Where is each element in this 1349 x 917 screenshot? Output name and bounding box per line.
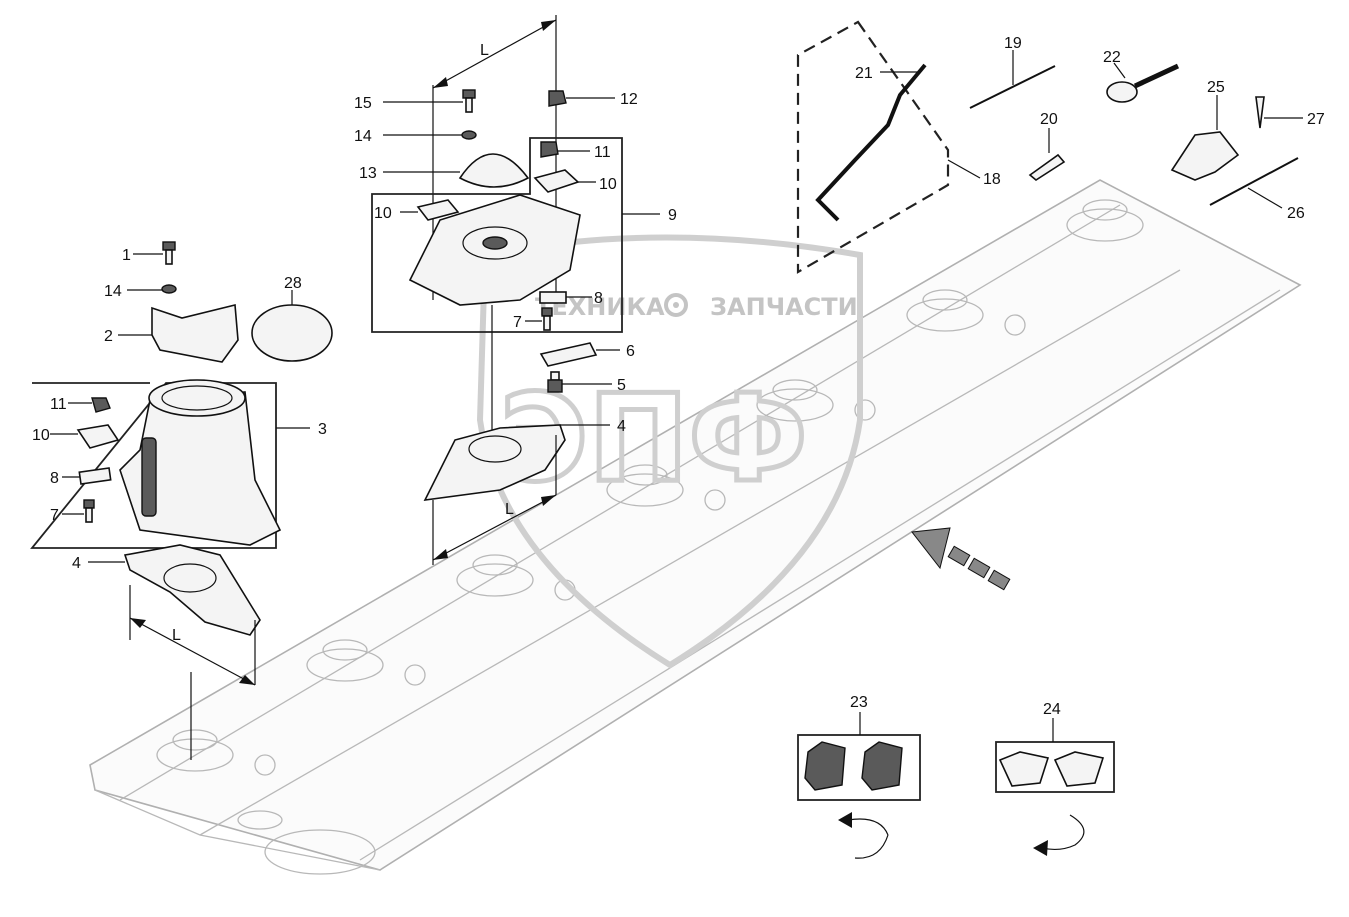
disc-1 <box>156 729 234 772</box>
bolt-7-icon <box>83 499 95 523</box>
pin-27-icon <box>1255 96 1265 129</box>
holder-10-icon <box>76 424 120 449</box>
disc-6 <box>906 289 984 332</box>
label-20: 20 <box>1040 111 1058 128</box>
label-5: 5 <box>617 377 626 394</box>
label-27: 27 <box>1307 111 1325 128</box>
label-19: 19 <box>1004 35 1022 52</box>
label-11a: 11 <box>50 396 67 413</box>
cutter-bar <box>89 179 1302 875</box>
middle-assembly <box>371 15 660 565</box>
key-22-icon <box>1106 63 1180 103</box>
spring-21 <box>815 63 927 222</box>
label-10b: 10 <box>599 176 617 193</box>
frame-18 <box>796 20 950 274</box>
label-2: 2 <box>104 328 113 345</box>
label-10c: 10 <box>374 205 392 222</box>
disc-4 <box>606 464 684 507</box>
rotor <box>408 194 581 306</box>
box-23 <box>797 712 921 859</box>
disc-2 <box>306 639 384 682</box>
left-assembly <box>30 241 333 760</box>
label-4b: 4 <box>617 418 626 435</box>
label-13: 13 <box>359 165 377 182</box>
drum-3 <box>119 379 282 546</box>
label-25: 25 <box>1207 79 1225 96</box>
disc-4-left <box>123 544 261 636</box>
dim-top: L <box>480 42 489 59</box>
frame-9 <box>371 137 623 333</box>
label-18: 18 <box>983 171 1001 188</box>
nut-11-icon <box>91 397 111 413</box>
label-22: 22 <box>1103 49 1121 66</box>
label-6: 6 <box>626 343 635 360</box>
plate-8-icon <box>78 467 112 485</box>
label-7b: 7 <box>513 314 522 331</box>
bolt-15-icon <box>462 89 476 113</box>
dim-left: L <box>172 627 181 644</box>
label-24: 24 <box>1043 701 1061 718</box>
gear-icon <box>664 293 688 317</box>
plate-8b-icon <box>539 291 567 304</box>
label-14b: 14 <box>354 128 372 145</box>
washer-14b-icon <box>461 130 477 140</box>
box-24 <box>995 718 1115 856</box>
watermark-right-text: ЗАПЧАСТИ <box>710 293 858 321</box>
label-8b: 8 <box>594 290 603 307</box>
disc-7 <box>1066 199 1144 242</box>
label-14a: 14 <box>104 283 122 300</box>
label-10a: 10 <box>32 427 50 444</box>
gasket-28 <box>251 304 333 362</box>
cap-13 <box>458 153 530 188</box>
dim-middle: L <box>505 501 514 518</box>
washer-14-icon <box>161 284 177 294</box>
disc-5 <box>756 379 834 422</box>
bolt-1-icon <box>162 241 176 265</box>
disc-3 <box>456 554 534 597</box>
label-23: 23 <box>850 694 868 711</box>
label-26: 26 <box>1287 205 1305 222</box>
wire-26 <box>1209 157 1299 206</box>
right-parts <box>796 20 1303 591</box>
pin-20-icon <box>1028 153 1066 181</box>
label-8a: 8 <box>50 470 59 487</box>
label-12: 12 <box>620 91 638 108</box>
label-4a: 4 <box>72 555 81 572</box>
nut-11b-icon <box>540 141 559 158</box>
holder-10b-icon <box>533 169 580 193</box>
plate-6-icon <box>539 342 598 367</box>
nut-12-icon <box>548 90 567 107</box>
cover-plate-2 <box>151 304 239 363</box>
label-9: 9 <box>668 207 677 224</box>
dimension-middle <box>432 305 557 565</box>
label-3: 3 <box>318 421 327 438</box>
direction-arrow-icon <box>911 527 1011 591</box>
holder-10c-icon <box>416 199 460 221</box>
label-7a: 7 <box>50 507 59 524</box>
frame-3 <box>30 382 277 549</box>
bracket-25 <box>1170 131 1240 181</box>
label-1: 1 <box>122 247 131 264</box>
label-28: 28 <box>284 275 302 292</box>
bolt-5-icon <box>547 371 563 393</box>
dimension-left <box>129 585 256 760</box>
label-21: 21 <box>855 65 873 82</box>
bolt-7b-icon <box>541 307 553 331</box>
label-15: 15 <box>354 95 372 112</box>
label-11b: 11 <box>594 144 611 161</box>
callout-labels: 1 14 2 28 3 11 10 8 7 4 L L 15 14 13 12 … <box>32 35 1325 718</box>
wire-19 <box>969 65 1056 109</box>
